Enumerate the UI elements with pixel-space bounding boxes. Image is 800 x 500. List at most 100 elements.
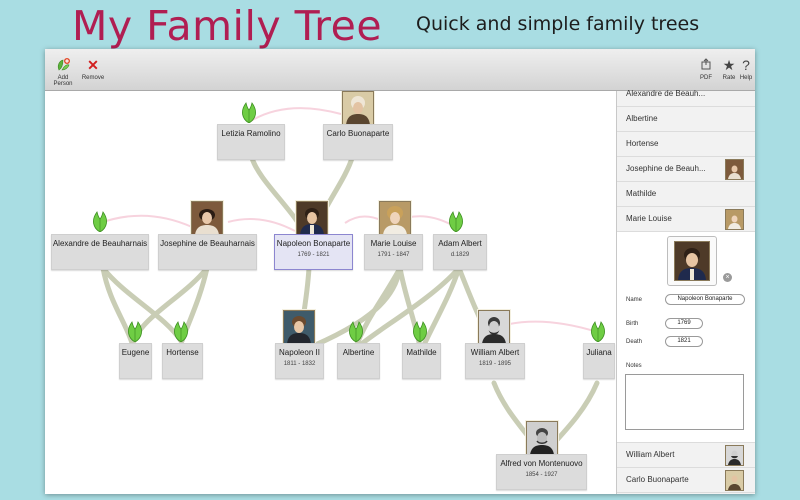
add-person-icon (48, 57, 78, 73)
portrait-photo (283, 310, 315, 345)
person-name: Josephine de Beauharnais (160, 239, 255, 248)
person-list-item[interactable]: Hortense (617, 131, 755, 157)
app-window: Add Person ✕ Remove PDF ★ Rate ? Help (45, 49, 755, 494)
person-list-name: William Albert (626, 450, 675, 459)
person-node-josephine[interactable]: Josephine de Beauharnais (158, 234, 257, 270)
tree-canvas[interactable]: Letizia Ramolino Carlo Buonaparte Alexan… (45, 91, 616, 494)
add-person-button[interactable]: Add Person (48, 57, 78, 87)
person-list-item[interactable]: Albertine (617, 106, 755, 132)
person-list-item[interactable]: Mathilde (617, 181, 755, 207)
notes-field[interactable] (625, 374, 744, 430)
pdf-label: PDF (700, 75, 712, 81)
person-node-eugene[interactable]: Eugene (119, 343, 152, 379)
person-name: Alexandre de Beauharnais (52, 239, 148, 248)
person-list-name: Carlo Buonaparte (626, 475, 689, 484)
pdf-button[interactable]: PDF (697, 57, 715, 81)
person-dates: 1854 - 1927 (525, 472, 558, 478)
detail-photo-frame[interactable] (667, 236, 717, 286)
person-name: William Albert (470, 348, 520, 357)
person-list-name: Mathilde (626, 189, 657, 198)
person-node-alfred[interactable]: Alfred von Montenuovo 1854 - 1927 (496, 454, 587, 490)
person-name: Letizia Ramolino (221, 129, 281, 138)
placeholder-leaf-icon (174, 321, 188, 342)
person-list-item[interactable]: Marie Louise (617, 206, 755, 232)
star-icon: ★ (722, 57, 736, 73)
add-person-label: Add Person (53, 75, 73, 87)
person-name: Napoleon Bonaparte (276, 239, 351, 248)
person-list-name: Marie Louise (626, 214, 672, 223)
person-list-name: Albertine (626, 114, 658, 123)
person-dates: 1819 - 1895 (478, 361, 512, 367)
share-icon (697, 57, 715, 73)
death-field[interactable] (665, 336, 703, 347)
remove-button[interactable]: ✕ Remove (81, 57, 105, 81)
help-label: Help (739, 75, 753, 81)
person-list-item[interactable]: William Albert (617, 442, 755, 468)
name-field[interactable] (665, 294, 745, 305)
person-thumbnail (725, 470, 744, 491)
person-list-item[interactable]: Josephine de Beauh... (617, 156, 755, 182)
placeholder-leaf-icon (413, 321, 427, 342)
person-name: Alfred von Montenuovo (500, 459, 583, 468)
person-name: Juliana (586, 348, 612, 357)
detail-portrait-photo (674, 241, 710, 281)
remove-photo-icon[interactable]: × (723, 273, 732, 282)
person-list-item[interactable]: Alexandre de Beauh... (617, 81, 755, 107)
portrait-photo (191, 201, 223, 236)
person-node-mathilde[interactable]: Mathilde (402, 343, 441, 379)
remove-icon: ✕ (87, 57, 99, 73)
person-name: Albertine (342, 348, 375, 357)
person-name: Eugene (121, 348, 150, 357)
placeholder-leaf-icon (349, 321, 363, 342)
person-thumbnail (725, 445, 744, 466)
portrait-photo (296, 201, 328, 236)
person-node-napoleon-ii[interactable]: Napoleon II 1811 - 1832 (275, 343, 324, 379)
toolbar: Add Person ✕ Remove PDF ★ Rate ? Help (45, 49, 755, 91)
person-node-letizia[interactable]: Letizia Ramolino (217, 124, 285, 160)
person-node-napoleon[interactable]: Napoleon Bonaparte 1769 - 1821 (274, 234, 353, 270)
person-node-william[interactable]: William Albert 1819 - 1895 (465, 343, 525, 379)
placeholder-leaf-icon (242, 102, 256, 123)
death-label: Death (626, 339, 643, 345)
birth-label: Birth (626, 321, 639, 327)
rate-label: Rate (722, 75, 736, 81)
person-list-name: Alexandre de Beauh... (626, 89, 706, 98)
marketing-subtitle: Quick and simple family trees (416, 13, 700, 35)
placeholder-leaf-icon (591, 321, 605, 342)
name-label: Name (626, 297, 643, 303)
person-thumbnail (725, 209, 744, 230)
person-dates: 1769 - 1821 (297, 252, 330, 258)
person-dates: d.1829 (450, 252, 470, 258)
marketing-title: My Family Tree (72, 2, 383, 50)
remove-label: Remove (81, 75, 105, 81)
person-dates: 1811 - 1832 (283, 361, 316, 367)
help-button[interactable]: ? Help (737, 57, 755, 81)
person-node-hortense[interactable]: Hortense (162, 343, 203, 379)
person-list-item[interactable]: Carlo Buonaparte (617, 467, 755, 493)
person-dates: 1791 - 1847 (377, 252, 410, 258)
person-name: Marie Louise (370, 239, 417, 248)
question-icon: ? (742, 57, 750, 73)
portrait-photo (526, 421, 558, 456)
person-sidebar: Alexandre de Beauh... Albertine Hortense… (616, 89, 755, 494)
placeholder-leaf-icon (128, 321, 142, 342)
person-name: Napoleon II (279, 348, 320, 357)
person-node-alexandre[interactable]: Alexandre de Beauharnais (51, 234, 149, 270)
person-node-carlo[interactable]: Carlo Buonaparte (323, 124, 393, 160)
portrait-photo (379, 201, 411, 236)
rate-button[interactable]: ★ Rate (720, 57, 738, 81)
person-node-adam[interactable]: Adam Albert d.1829 (433, 234, 487, 270)
birth-field[interactable] (665, 318, 703, 329)
portrait-photo (342, 91, 374, 126)
person-thumbnail (725, 159, 744, 180)
person-list-name: Josephine de Beauh... (626, 164, 706, 173)
person-name: Carlo Buonaparte (326, 129, 390, 138)
person-node-marie[interactable]: Marie Louise 1791 - 1847 (364, 234, 423, 270)
portrait-photo (478, 310, 510, 345)
person-name: Adam Albert (438, 239, 482, 248)
person-list-name: Hortense (626, 139, 659, 148)
person-node-albertine[interactable]: Albertine (337, 343, 380, 379)
placeholder-leaf-icon (449, 211, 463, 232)
person-node-juliana[interactable]: Juliana (583, 343, 615, 379)
person-detail-panel: × Name Birth Death Notes (617, 232, 755, 443)
